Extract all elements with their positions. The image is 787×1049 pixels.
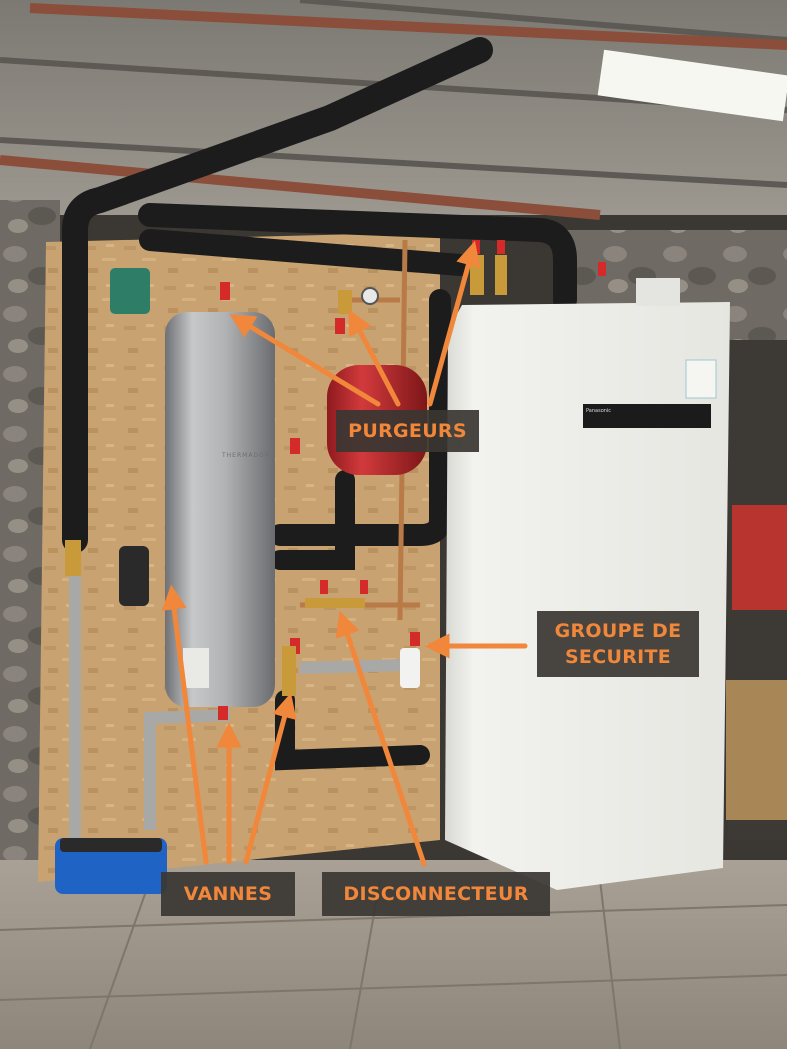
tank-brand-logo: THERMADOR (222, 452, 270, 459)
heat-pump-indoor-unit (445, 302, 730, 890)
label-purgeurs: PURGEURS (336, 410, 479, 452)
shelf-box-red (732, 505, 787, 610)
label-disconnecteur-text: DISCONNECTEUR (343, 883, 529, 905)
label-vannes-text: VANNES (183, 883, 273, 905)
hot-water-tank (165, 312, 275, 707)
pvc-pipes (69, 560, 406, 840)
arrow-vanne-3 (243, 692, 297, 865)
arrow-purgeur-vessel (348, 309, 401, 407)
label-vannes: VANNES (161, 872, 295, 916)
brass-fittings (65, 255, 507, 696)
safety-group-funnel (400, 648, 420, 688)
condensate-pump-lid (60, 838, 162, 852)
shelf-carton (726, 680, 787, 820)
arrow-vanne-1 (161, 584, 209, 865)
label-groupe-de-securite: GROUPE DE SECURITE (537, 611, 699, 677)
heat-pump-label (685, 359, 717, 399)
label-groupe-line1: GROUPE DE (554, 620, 682, 642)
label-purgeurs-text: PURGEURS (348, 420, 467, 442)
circulator-pump (110, 268, 150, 314)
fluorescent-light (597, 49, 787, 122)
heat-pump-display (583, 404, 711, 428)
tank-rating-plate (183, 648, 209, 688)
arrow-purgeur-tank (229, 314, 381, 407)
arrow-disconnecteur (335, 610, 427, 867)
annotation-arrows (161, 240, 528, 867)
arrow-purgeur-pipe (427, 240, 481, 407)
pressure-gauge (361, 287, 379, 305)
magnetic-filter (119, 546, 149, 606)
label-groupe-line2: SECURITE (564, 646, 672, 668)
ceiling-pipes (0, 3, 787, 220)
heat-pump-brand-logo: Panasonic (586, 408, 612, 414)
label-disconnecteur: DISCONNECTEUR (322, 872, 550, 916)
control-box (636, 278, 680, 306)
